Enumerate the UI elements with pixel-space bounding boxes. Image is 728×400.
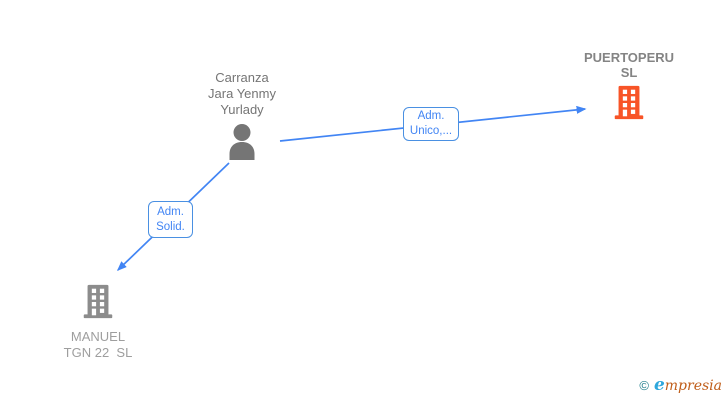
edge-label-adm-solid[interactable]: Adm. Solid. (148, 201, 193, 238)
node-company-manuel[interactable]: MANUEL TGN 22 SL (33, 283, 163, 361)
company-name-manuel[interactable]: MANUEL TGN 22 SL (63, 329, 133, 360)
node-company-puertoperu[interactable]: PUERTOPERU SL (564, 50, 694, 127)
brand-rest: mpresia (664, 378, 722, 394)
person-icon[interactable] (223, 122, 261, 167)
brand-wordmark: empresia (654, 375, 722, 395)
building-icon-manuel[interactable] (79, 283, 117, 326)
node-person[interactable]: Carranza Jara Yenmy Yurlady (167, 70, 317, 167)
copyright-icon: © (639, 378, 649, 393)
brand-initial: e (653, 375, 665, 395)
edge-label-adm-unico[interactable]: Adm. Unico,... (403, 107, 459, 141)
person-name[interactable]: Carranza Jara Yenmy Yurlady (208, 70, 276, 117)
company-name-puertoperu[interactable]: PUERTOPERU SL (583, 50, 675, 80)
building-icon-puertoperu[interactable] (610, 84, 648, 127)
empresia-logo: © empresia (639, 375, 722, 395)
